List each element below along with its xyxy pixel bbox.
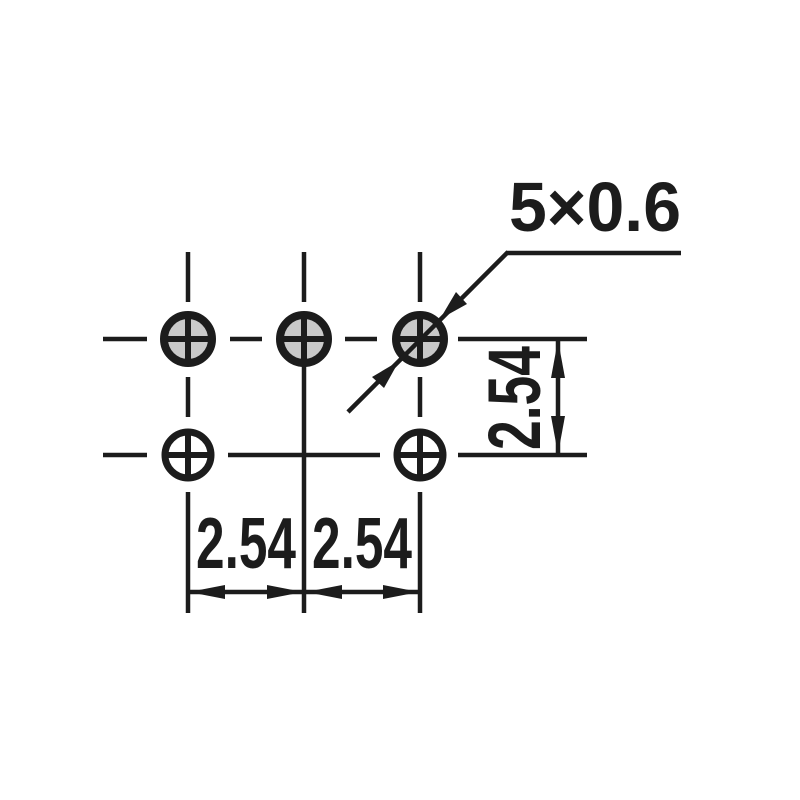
arrowhead-up <box>551 340 565 378</box>
arrowhead-left <box>189 585 225 599</box>
label-row-pitch: 2.54 <box>473 346 556 450</box>
label-col-pitch-right: 2.54 <box>312 504 412 584</box>
pad-crosshairs <box>164 315 444 479</box>
diagonal-arrowheads <box>372 292 467 388</box>
arrowhead-diagonal-lower <box>372 361 399 388</box>
arrowhead-left <box>306 585 342 599</box>
leader-and-diagonal <box>346 250 681 414</box>
vertical-dimension-arrows <box>551 340 565 454</box>
diagonal-measure-line <box>346 250 510 414</box>
label-col-pitch-left: 2.54 <box>196 504 296 584</box>
label-hole-size: 5×0.6 <box>509 168 681 246</box>
horizontal-dimension-arrows <box>189 585 419 599</box>
arrowhead-down <box>551 416 565 454</box>
arrowhead-diagonal-upper <box>440 292 467 319</box>
dimension-labels: 5×0.6 2.54 2.54 2.54 <box>196 168 681 584</box>
arrowhead-right <box>267 585 303 599</box>
arrowhead-right <box>383 585 419 599</box>
